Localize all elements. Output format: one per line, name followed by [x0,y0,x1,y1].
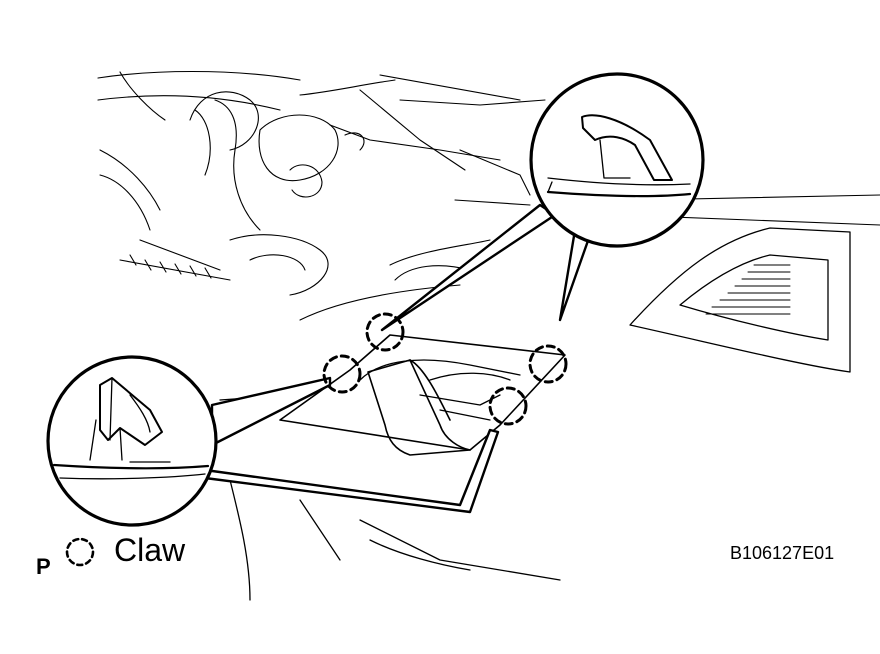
claw-marker [322,354,362,394]
figure-id: B106127E01 [730,543,835,563]
claw-marker [365,312,405,352]
callout-leaders [203,203,592,514]
legend-marker: P [36,554,51,579]
claw-marker [528,344,568,384]
dashboard-lower [219,334,566,601]
legend-claw-symbol [65,537,95,567]
bracket-part [367,359,471,456]
claw-markers [322,312,568,426]
vent-grille [705,264,791,315]
claw-detail-lower [46,355,218,527]
background-linework [97,70,880,321]
claw-marker [488,386,528,426]
legend-label: Claw [114,532,186,568]
claw-detail-upper [529,72,705,248]
vent-panel [629,227,851,373]
